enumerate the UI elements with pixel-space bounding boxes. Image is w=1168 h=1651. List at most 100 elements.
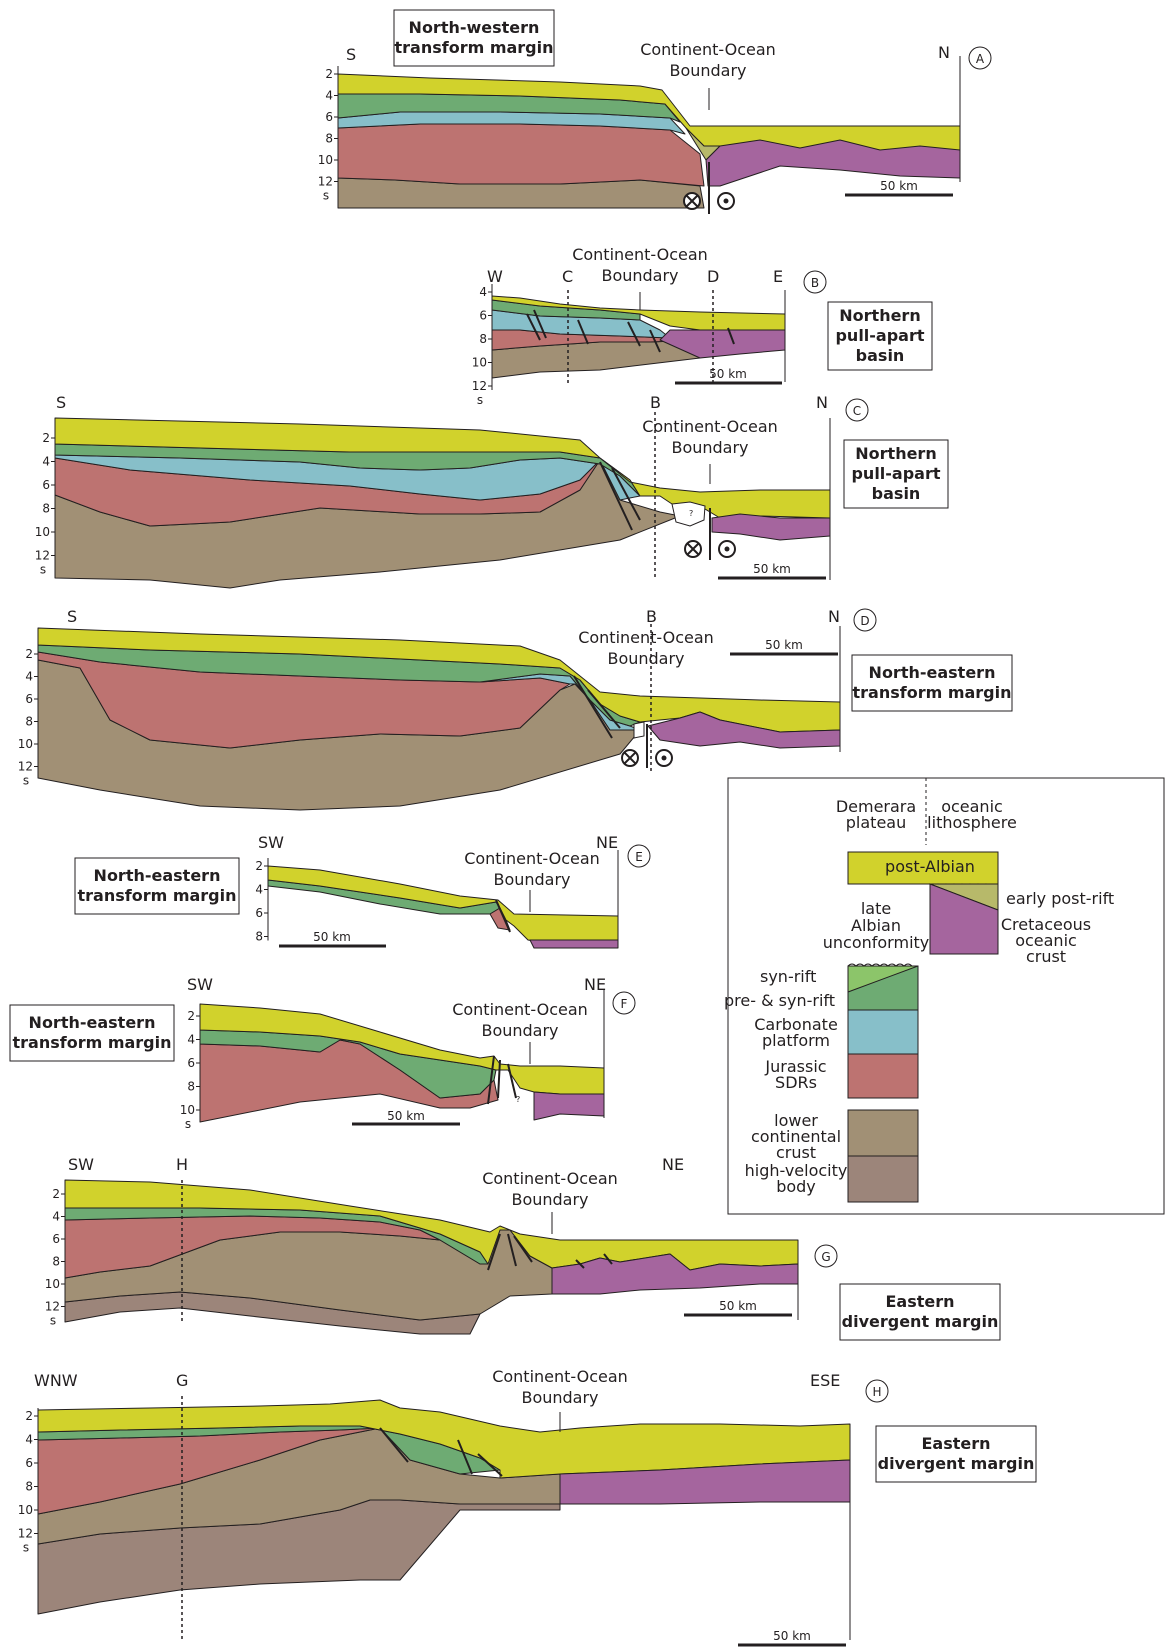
title-line: basin bbox=[872, 484, 921, 503]
depth-tick-label: 12 bbox=[45, 1300, 60, 1314]
section-d-strike-slip bbox=[621, 749, 673, 767]
depth-unit-label: s bbox=[23, 774, 29, 788]
label-line: Continent-Ocean bbox=[464, 849, 600, 868]
depth-tick-label: 12 bbox=[35, 549, 50, 563]
section-c-right-direction: N bbox=[816, 393, 828, 412]
section-b-marker-c-label: C bbox=[562, 267, 573, 286]
depth-unit-label: s bbox=[50, 1314, 56, 1328]
depth-tick-label: 10 bbox=[35, 525, 50, 539]
legend-early-post-rift-label: early post-rift bbox=[1006, 889, 1114, 908]
section-c-query: ? bbox=[689, 509, 693, 518]
section-f-scale-label: 50 km bbox=[387, 1109, 425, 1123]
section-d-scale-label: 50 km bbox=[765, 638, 803, 652]
title-line: pull-apart bbox=[851, 464, 940, 483]
strike-slip-cross bbox=[623, 751, 637, 765]
title-frame bbox=[393, 9, 555, 67]
depth-tick-label: 10 bbox=[18, 737, 33, 751]
depth-tick-label: 4 bbox=[25, 1433, 33, 1447]
section-d-right-direction: N bbox=[828, 607, 840, 626]
title-line: North-eastern bbox=[869, 663, 996, 682]
section-h-faults bbox=[379, 1427, 503, 1477]
label-line: Continent-Ocean bbox=[642, 417, 778, 436]
section-e-id-circle: E bbox=[627, 844, 651, 868]
section-g-faults bbox=[487, 1233, 613, 1271]
title-line: Eastern bbox=[921, 1434, 990, 1453]
section-b-marker-d-label: D bbox=[707, 267, 719, 286]
depth-tick-label: 2 bbox=[187, 1009, 195, 1023]
section-a-right-direction: N bbox=[938, 43, 950, 62]
label-line: body bbox=[776, 1177, 816, 1196]
label-line: unconformity bbox=[823, 933, 930, 952]
title-frame bbox=[827, 301, 933, 371]
id-circle-ring bbox=[612, 991, 636, 1015]
label-line: plateau bbox=[846, 813, 906, 832]
depth-tick-label: 2 bbox=[25, 1409, 33, 1423]
id-circle-letter: C bbox=[853, 404, 861, 418]
title-frame bbox=[9, 1004, 175, 1062]
section-c-oceanic-crust bbox=[711, 513, 831, 541]
legend-jurassic-sdrs-swatch bbox=[847, 1053, 919, 1099]
label-line: Continent-Ocean bbox=[640, 40, 776, 59]
section-f-oceanic-crust bbox=[533, 1091, 605, 1121]
section-e-left-direction: SW bbox=[258, 833, 284, 852]
depth-tick-label: 2 bbox=[42, 431, 50, 445]
depth-tick-label: 4 bbox=[52, 1210, 60, 1224]
title-line: North-eastern bbox=[29, 1013, 156, 1032]
section-g-marker-h-label: H bbox=[176, 1155, 188, 1174]
label-line: late bbox=[861, 899, 891, 918]
id-circle-letter: D bbox=[860, 614, 869, 628]
depth-tick-label: 2 bbox=[52, 1187, 60, 1201]
label-line: Carbonate bbox=[754, 1015, 838, 1034]
depth-unit-label: s bbox=[477, 393, 483, 407]
title-line: transform margin bbox=[12, 1033, 171, 1052]
depth-tick-label: 6 bbox=[42, 478, 50, 492]
label-line: platform bbox=[762, 1031, 830, 1050]
label-line: lithosphere bbox=[927, 813, 1017, 832]
section-a-jurassic-sdrs bbox=[337, 123, 705, 187]
depth-tick-label: 8 bbox=[479, 332, 487, 346]
depth-tick-label: 12 bbox=[18, 1527, 33, 1541]
label-line: continental bbox=[751, 1127, 841, 1146]
depth-tick-label: 10 bbox=[318, 153, 333, 167]
legend-oceanic-crust-swatch bbox=[929, 883, 999, 955]
legend-syn-rift-unconformity bbox=[847, 963, 918, 967]
depth-tick-label: 6 bbox=[255, 906, 263, 920]
label-line: Continent-Ocean bbox=[492, 1367, 628, 1386]
depth-unit-label: s bbox=[23, 1541, 29, 1555]
section-c-white-body bbox=[671, 501, 706, 527]
label-line: Boundary bbox=[511, 1190, 588, 1209]
strike-slip-dot bbox=[723, 198, 729, 204]
title-line: Northern bbox=[839, 306, 920, 325]
label-line: Continent-Ocean bbox=[572, 245, 708, 264]
section-g-scale-label: 50 km bbox=[719, 1299, 757, 1313]
depth-tick-label: 10 bbox=[45, 1277, 60, 1291]
label-line: Boundary bbox=[493, 870, 570, 889]
label-line: Albian bbox=[851, 916, 901, 935]
section-b-scale-label: 50 km bbox=[709, 367, 747, 381]
label-line: Demerara bbox=[836, 797, 916, 816]
label-line: crust bbox=[1026, 947, 1066, 966]
section-d-white-body bbox=[633, 721, 645, 739]
legend-frame bbox=[727, 777, 1165, 1215]
depth-tick-label: 6 bbox=[187, 1056, 195, 1070]
depth-tick-label: 6 bbox=[325, 110, 333, 124]
legend-pre-syn-rift-label: pre- & syn-rift bbox=[724, 991, 835, 1010]
section-f-faults bbox=[487, 1055, 517, 1105]
title-line: divergent margin bbox=[878, 1454, 1035, 1473]
depth-tick-label: 10 bbox=[18, 1503, 33, 1517]
title-frame bbox=[839, 1283, 1001, 1341]
